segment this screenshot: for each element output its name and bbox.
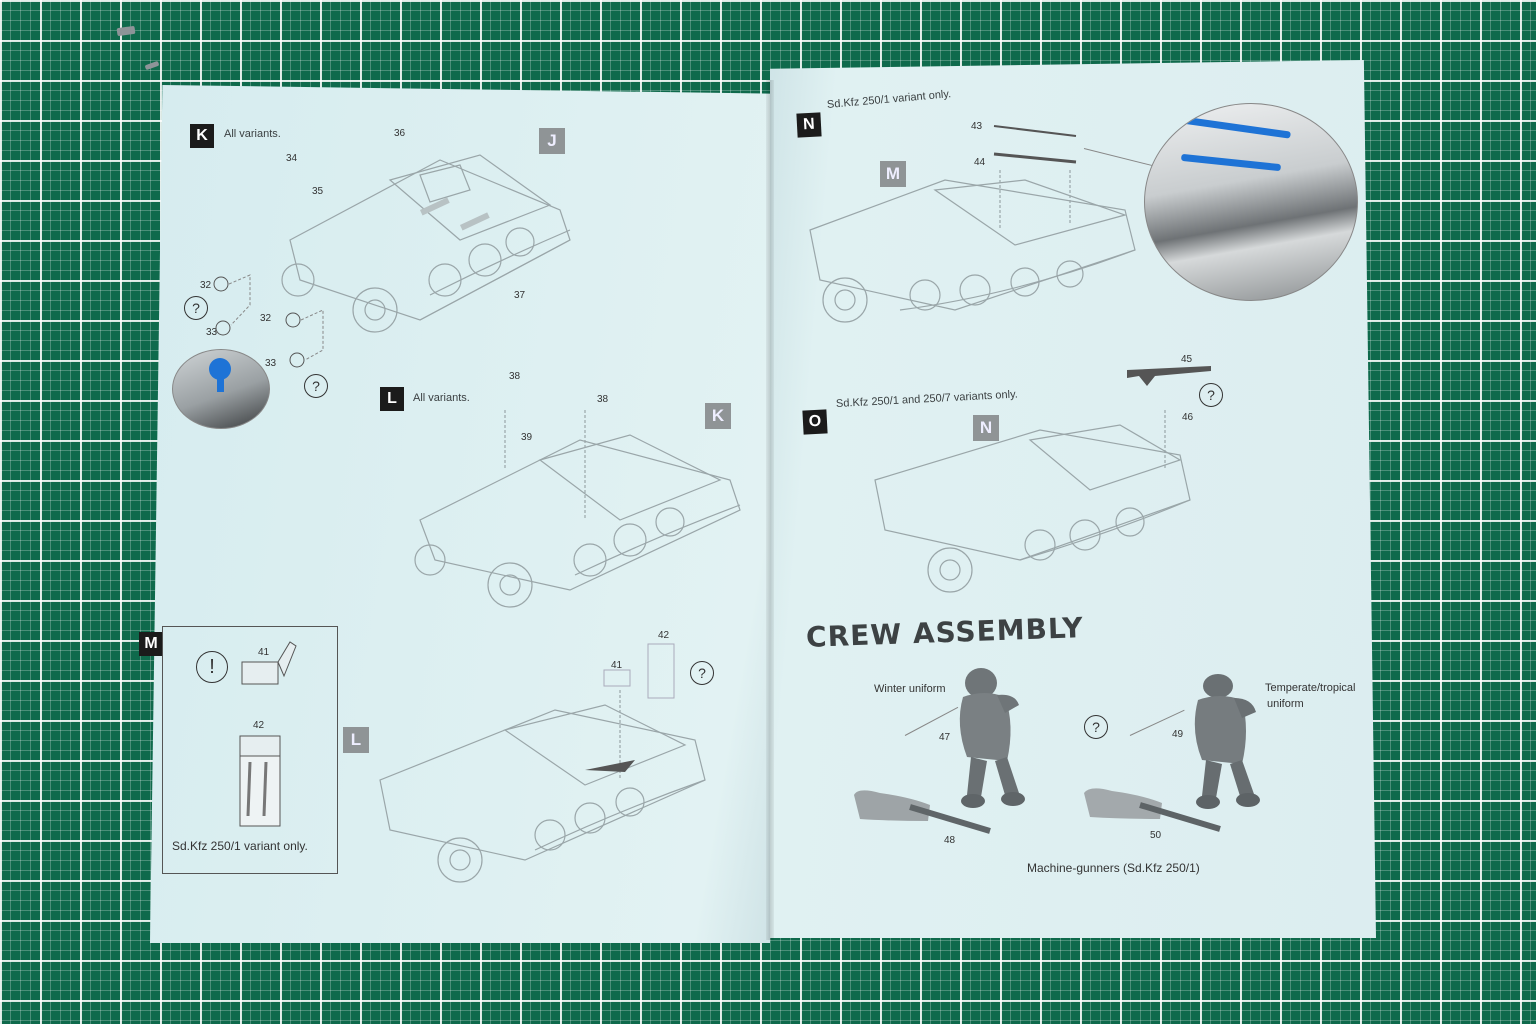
step-o-badge: O <box>802 409 828 435</box>
winter-uniform-figure <box>959 668 1025 808</box>
temperate-uniform-label-line1: Temperate/tropical <box>1265 682 1356 694</box>
question-icon: ? <box>304 374 328 398</box>
part-41: 41 <box>611 660 623 671</box>
part-38a: 38 <box>509 371 521 382</box>
halftrack-diagram-step-l <box>400 370 760 610</box>
part-33b: 33 <box>265 358 277 369</box>
step-l-badge: L <box>380 387 404 411</box>
warning-icon: ! <box>196 651 228 683</box>
blue-rifle-2 <box>1180 153 1282 172</box>
step-o-ref-badge: N <box>973 415 999 441</box>
part-39: 39 <box>521 432 533 443</box>
temperate-gunner-arms-with-mg <box>1084 788 1221 832</box>
part-48: 48 <box>944 835 956 846</box>
storage-box-parts-faded <box>603 643 675 699</box>
question-icon: ? <box>690 661 714 685</box>
rifle-parts-diagram <box>993 125 1077 164</box>
blue-headlight-part <box>209 358 231 380</box>
winter-gunner-arms-with-mg <box>854 790 991 834</box>
step-m-ref-badge: L <box>343 727 369 753</box>
temperate-uniform-figure <box>1194 674 1260 809</box>
step-m-box-note: Sd.Kfz 250/1 variant only. <box>172 839 308 853</box>
machine-gun-part-diagram <box>1127 366 1211 386</box>
blue-headlight-stem <box>217 378 224 392</box>
part-36: 36 <box>394 128 406 139</box>
step-l-note: All variants. <box>413 392 470 404</box>
part-33a: 33 <box>206 327 218 338</box>
part-32a: 32 <box>200 280 212 291</box>
step-k-ref-badge: J <box>539 128 565 154</box>
machine-gunners-caption: Machine-gunners (Sd.Kfz 250/1) <box>1027 861 1200 875</box>
temperate-uniform-label-line2: uniform <box>1267 698 1304 710</box>
part-50: 50 <box>1150 830 1162 841</box>
question-icon: ? <box>184 296 208 320</box>
part-47: 47 <box>939 732 951 743</box>
part-38b: 38 <box>597 394 609 405</box>
winter-uniform-label: Winter uniform <box>874 683 946 695</box>
step-k-note: All variants. <box>224 128 281 140</box>
part-37: 37 <box>514 290 526 301</box>
part-32b: 32 <box>260 313 272 324</box>
step-m-parts-box <box>162 626 338 874</box>
blue-rifle-1 <box>1181 116 1291 139</box>
step-n-ref-badge: M <box>880 161 906 187</box>
part-43: 43 <box>971 121 983 132</box>
halftrack-diagram-step-n <box>805 130 1145 340</box>
part-49: 49 <box>1172 729 1184 740</box>
part-45: 45 <box>1181 354 1193 365</box>
storage-box-parts-diagram <box>239 641 297 827</box>
part-42-box: 42 <box>253 720 265 731</box>
step-k-badge: K <box>190 124 214 148</box>
part-46: 46 <box>1182 412 1194 423</box>
rifle-stowage-detail-inset <box>1144 103 1358 301</box>
part-42: 42 <box>658 630 670 641</box>
booklet-spine <box>766 80 774 940</box>
step-m-badge: M <box>139 632 163 656</box>
step-l-ref-badge: K <box>705 403 731 429</box>
halftrack-diagram-step-k <box>270 130 590 340</box>
headlight-detail-inset <box>172 349 270 429</box>
step-n-badge: N <box>796 112 822 138</box>
part-35: 35 <box>312 186 324 197</box>
halftrack-diagram-step-o <box>870 390 1210 595</box>
part-34: 34 <box>286 153 298 164</box>
question-icon: ? <box>1084 715 1108 739</box>
part-44: 44 <box>974 157 986 168</box>
question-icon: ? <box>1199 383 1223 407</box>
headlight-parts-diagram <box>213 274 324 368</box>
halftrack-diagram-step-m <box>365 650 725 890</box>
part-41-box: 41 <box>258 647 270 658</box>
